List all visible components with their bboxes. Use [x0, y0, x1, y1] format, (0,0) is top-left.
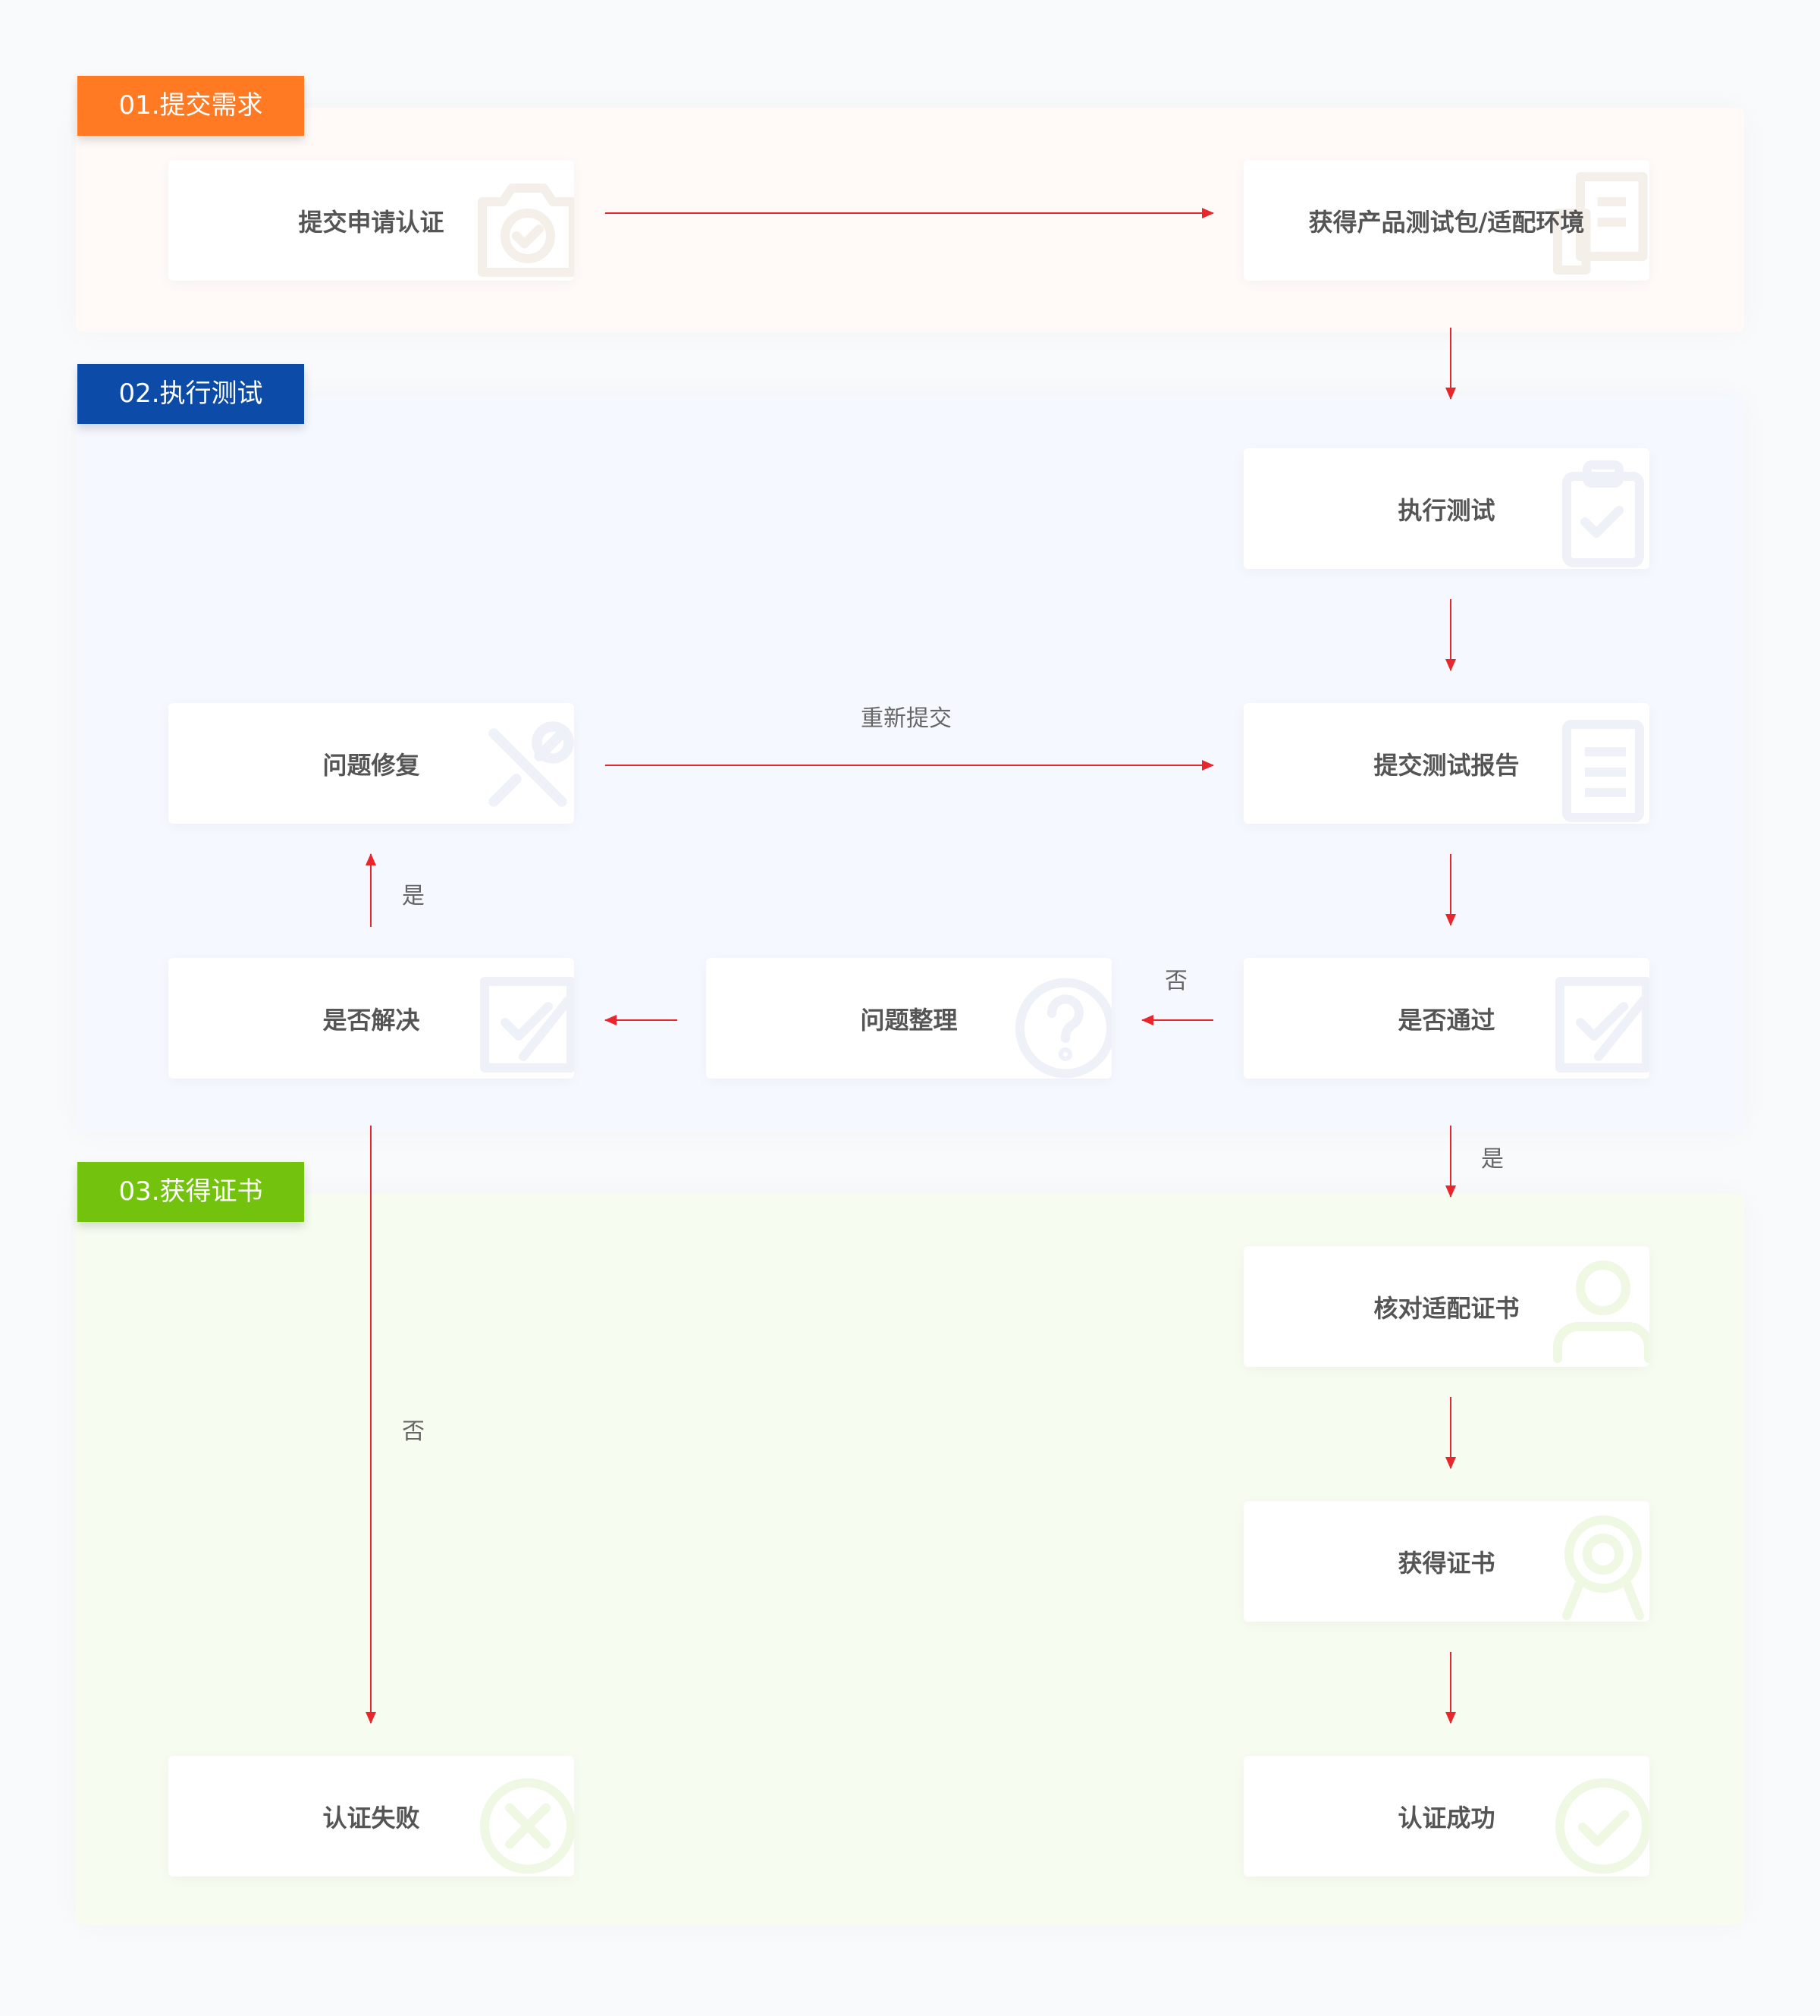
circle-check-icon [1555, 1778, 1649, 1874]
step-label: 问题整理 [860, 1005, 958, 1035]
wrench-icon [488, 721, 574, 807]
edge-label-yes-resolved: 是 [402, 883, 425, 909]
step-run-test: 执行测试 [1244, 448, 1649, 569]
step-submit-report: 提交测试报告 [1244, 703, 1649, 824]
step-label: 获得产品测试包/适配环境 [1308, 207, 1585, 237]
checkbox-icon [480, 977, 574, 1072]
step-issue-fix: 问题修复 [168, 703, 574, 824]
edge-label-no-passed: 否 [1165, 968, 1188, 994]
step-label: 执行测试 [1398, 495, 1495, 525]
step-resolved-decision: 是否解决 [168, 958, 574, 1079]
step-get-certificate: 获得证书 [1244, 1501, 1649, 1622]
step-passed-decision: 是否通过 [1244, 958, 1649, 1079]
step-label: 认证失败 [322, 1803, 420, 1832]
step-certification-success: 认证成功 [1244, 1756, 1649, 1876]
document-icon [1562, 720, 1644, 822]
step-label: 提交申请认证 [298, 207, 444, 237]
step-label: 认证成功 [1398, 1803, 1495, 1832]
section-label-certificate: 03.获得证书 [77, 1162, 304, 1222]
step-label: 是否通过 [1398, 1005, 1495, 1035]
package-icon [1553, 172, 1648, 275]
step-label: 核对适配证书 [1373, 1293, 1520, 1323]
edge-label-resubmit: 重新提交 [861, 705, 952, 732]
circle-x-icon [480, 1778, 574, 1874]
step-issue-sort: 问题整理 [706, 958, 1112, 1079]
user-icon [1553, 1261, 1649, 1363]
step-label: 是否解决 [322, 1005, 420, 1035]
question-icon [1015, 978, 1112, 1079]
camera-check-icon [478, 184, 574, 277]
step-get-package: 获得产品测试包/适配环境 [1244, 160, 1649, 281]
step-verify-certificate: 核对适配证书 [1244, 1246, 1649, 1367]
edge-label-no-resolved: 否 [402, 1418, 425, 1445]
section-label-submit: 01.提交需求 [77, 76, 304, 136]
step-certification-failed: 认证失败 [168, 1756, 574, 1876]
medal-icon [1562, 1515, 1644, 1620]
edge-label-yes-passed: 是 [1481, 1146, 1504, 1173]
step-label: 提交测试报告 [1373, 750, 1520, 780]
step-label: 获得证书 [1398, 1548, 1495, 1578]
step-label: 问题修复 [322, 750, 420, 780]
step-submit-apply: 提交申请认证 [168, 160, 574, 281]
checkbox-icon [1555, 977, 1649, 1072]
section-label-test: 02.执行测试 [77, 364, 304, 424]
clipboard-check-icon [1562, 460, 1644, 567]
